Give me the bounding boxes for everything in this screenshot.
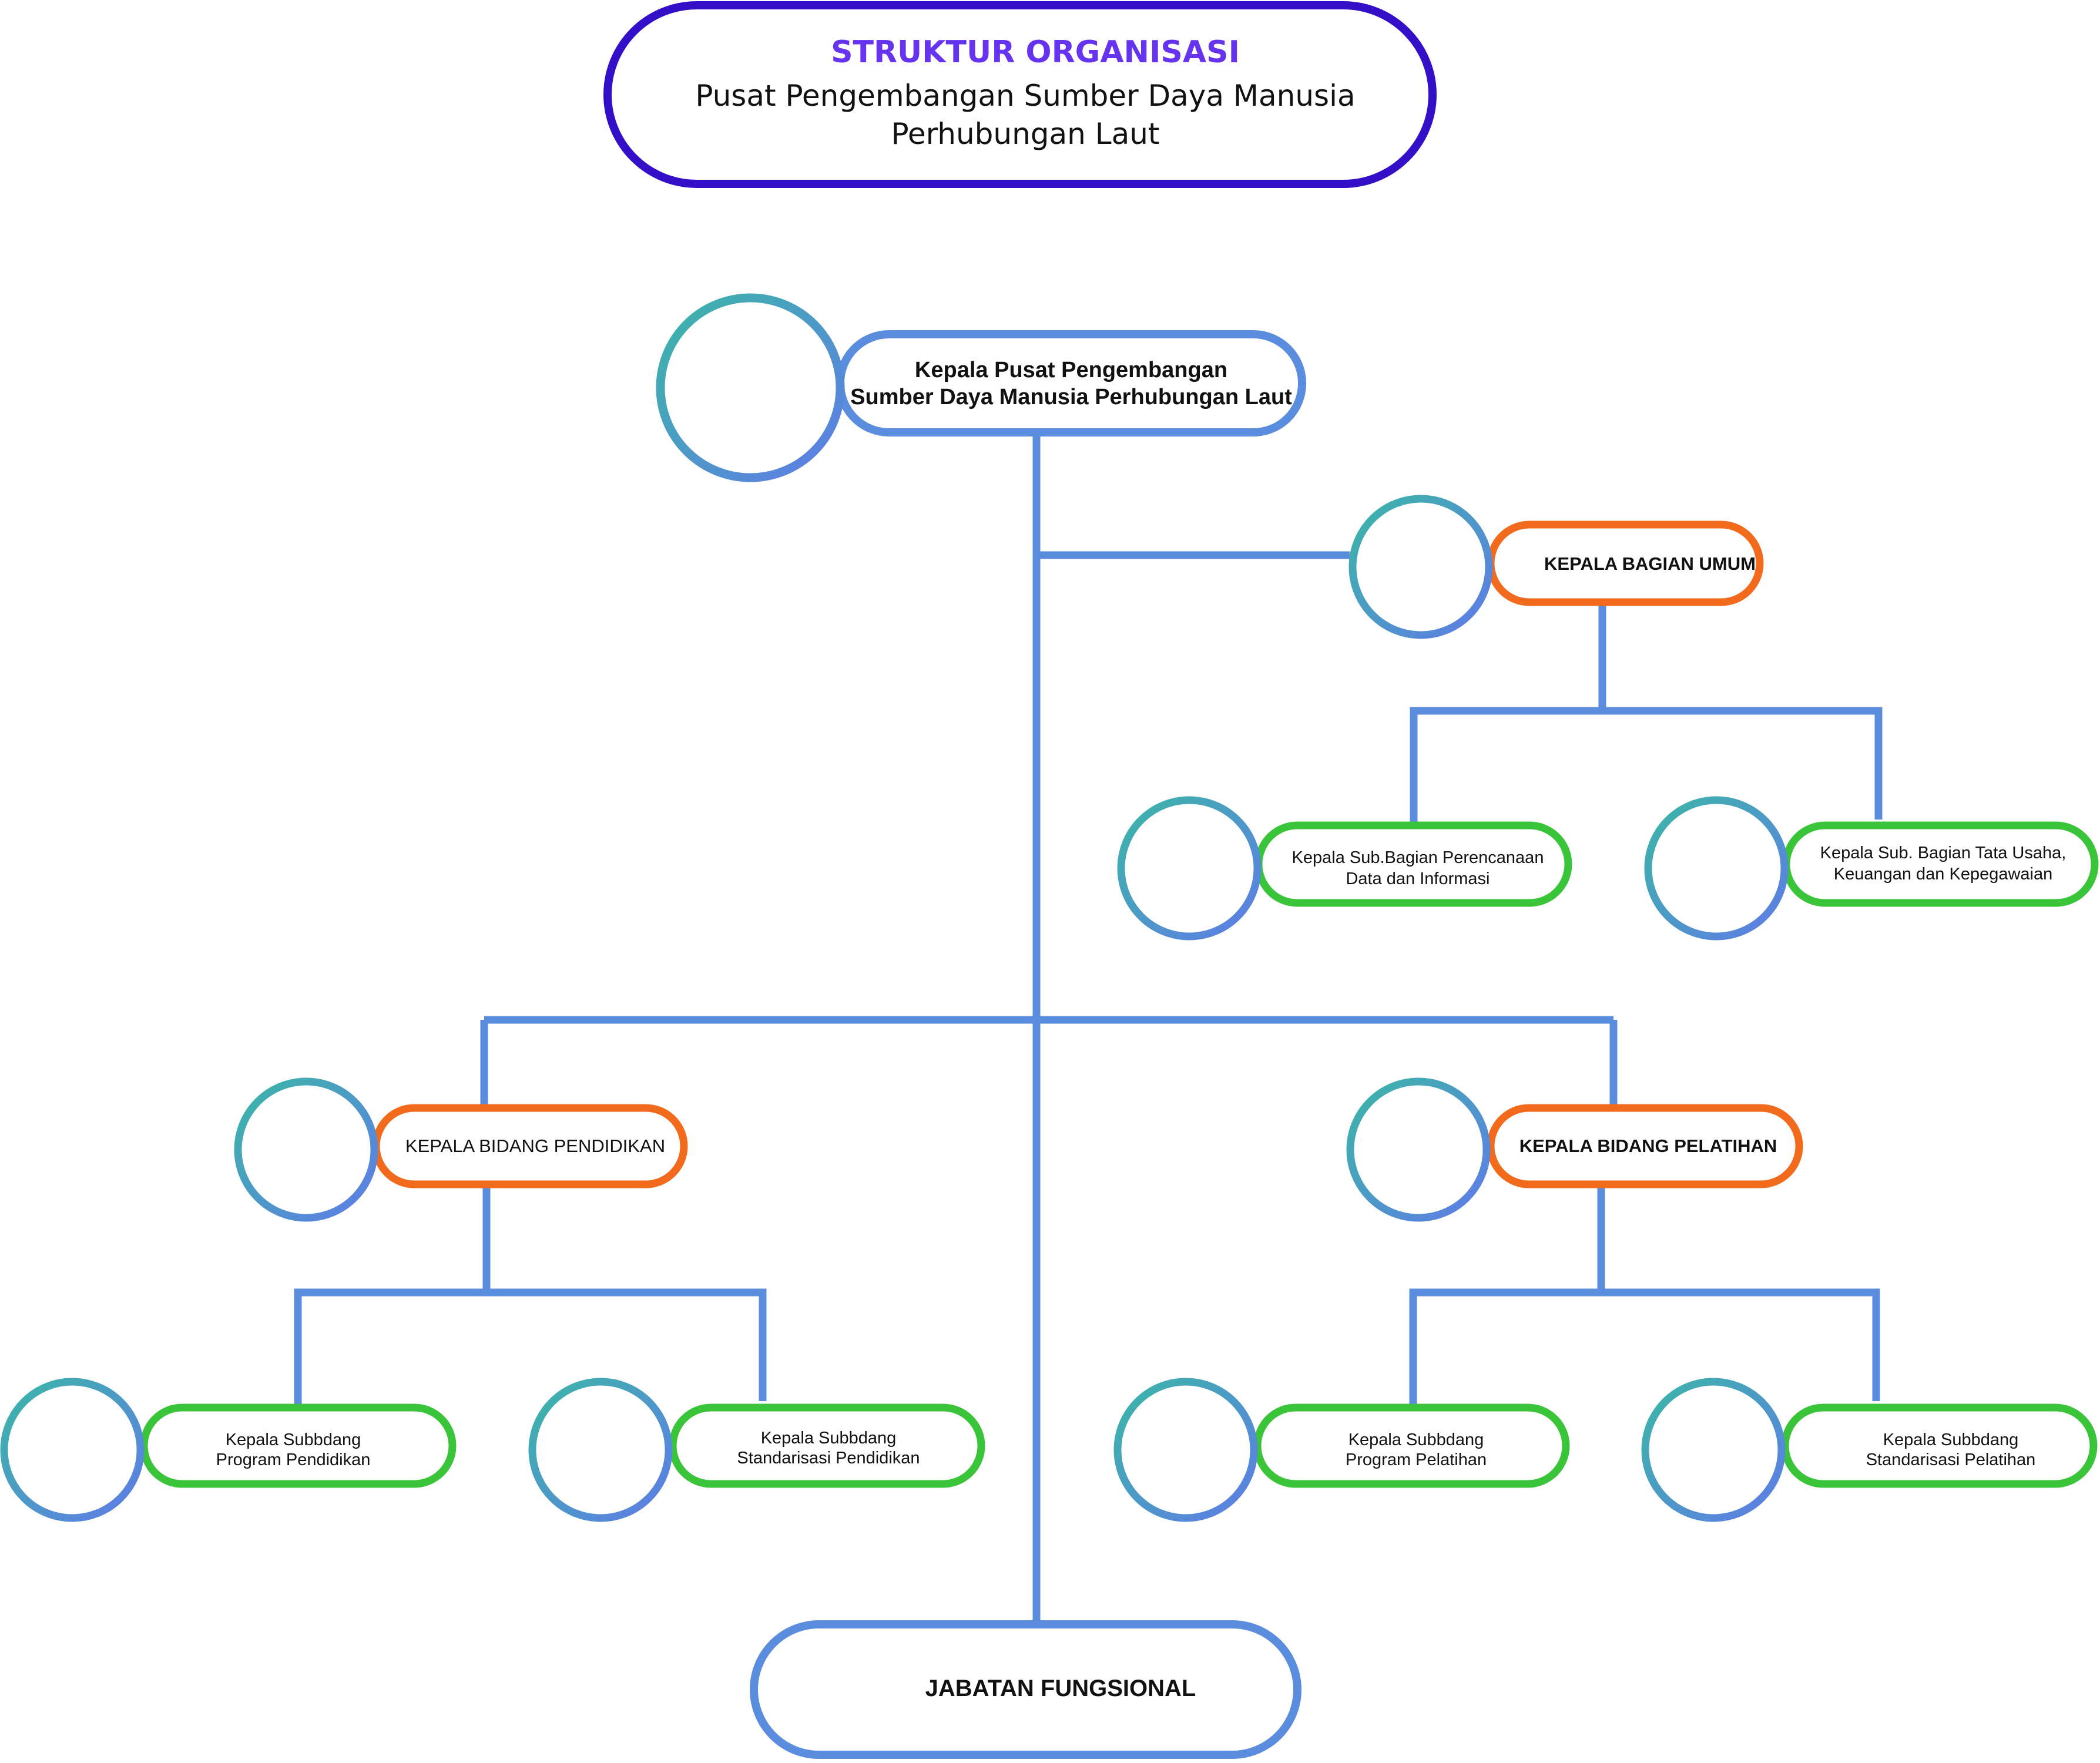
subbidang-program-pendidikan-line-1: Kepala Subbdang	[226, 1430, 361, 1449]
branch-bagian-umum-split	[1410, 707, 1883, 830]
bidang-pelatihan-box	[1487, 1104, 1803, 1188]
subbidang-program-pendidikan-photo-placeholder	[0, 1378, 145, 1522]
sub-bagian-perencanaan-line-1: Kepala Sub.Bagian Perencanaan	[1292, 848, 1544, 867]
sub-bagian-tata-usaha-photo-placeholder	[1644, 796, 1789, 941]
subbidang-program-pendidikan-line-2: Program Pendidikan	[216, 1450, 371, 1469]
bidang-pendidikan-node: KEPALA BIDANG PENDIDIKAN	[234, 1077, 688, 1222]
branch-pendidikan-split	[294, 1288, 767, 1410]
bidang-pelatihan-node: KEPALA BIDANG PELATIHAN	[1346, 1077, 1803, 1222]
subbidang-program-pelatihan-line-1: Kepala Subbdang	[1348, 1430, 1484, 1449]
subbidang-program-pendidikan-node: Kepala Subbdang Program Pendidikan	[0, 1378, 457, 1522]
bidang-pelatihan-label: KEPALA BIDANG PELATIHAN	[1519, 1136, 1777, 1156]
sub-bagian-perencanaan-line-2: Data dan Informasi	[1346, 869, 1490, 888]
subbidang-standarisasi-pendidikan-node: Kepala Subbdang Standarisasi Pendidikan	[528, 1378, 985, 1522]
title-line-1: Pusat Pengembangan Sumber Daya Manusia	[695, 79, 1355, 113]
connectors	[294, 432, 1883, 1624]
bidang-pelatihan-photo-placeholder	[1346, 1077, 1491, 1222]
sub-bagian-tata-usaha-box	[1782, 821, 2099, 907]
head-title-line-2: Sumber Daya Manusia Perhubungan Laut	[850, 385, 1292, 409]
title-block: STRUKTUR ORGANISASI Pusat Pengembangan S…	[603, 1, 1437, 188]
subbidang-standarisasi-pendidikan-box	[669, 1403, 985, 1488]
fungsional-node: JABATAN FUNGSIONAL	[750, 1620, 1301, 1759]
fungsional-label: JABATAN FUNGSIONAL	[925, 1675, 1196, 1701]
fungsional-box	[750, 1620, 1301, 1759]
bagian-umum-label: KEPALA BAGIAN UMUM	[1544, 553, 1756, 574]
sub-bagian-tata-usaha-line-2: Keuangan dan Kepegawaian	[1834, 865, 2053, 884]
subbidang-standarisasi-pelatihan-photo-placeholder	[1641, 1378, 1786, 1522]
head-node: Kepala Pusat Pengembangan Sumber Daya Ma…	[656, 293, 1306, 482]
sub-bagian-perencanaan-photo-placeholder	[1117, 796, 1262, 941]
head-box	[836, 330, 1306, 436]
subbidang-standarisasi-pelatihan-node: Kepala Subbdang Standarisasi Pelatihan	[1641, 1378, 2098, 1522]
bidang-pendidikan-label: KEPALA BIDANG PENDIDIKAN	[405, 1136, 665, 1156]
sub-bagian-tata-usaha-node: Kepala Sub. Bagian Tata Usaha, Keuangan …	[1644, 796, 2099, 941]
subbidang-standarisasi-pendidikan-line-1: Kepala Subbdang	[761, 1429, 897, 1448]
subbidang-program-pelatihan-line-2: Program Pelatihan	[1346, 1450, 1487, 1469]
sub-bagian-perencanaan-node: Kepala Sub.Bagian Perencanaan Data dan I…	[1117, 796, 1572, 941]
title-heading: STRUKTUR ORGANISASI	[831, 35, 1240, 70]
title-frame	[603, 1, 1437, 188]
head-photo-placeholder	[656, 293, 845, 482]
subbidang-program-pelatihan-node: Kepala Subbdang Program Pelatihan	[1113, 1378, 1570, 1522]
subbidang-standarisasi-pendidikan-photo-placeholder	[528, 1378, 673, 1522]
title-line-2: Perhubungan Laut	[891, 117, 1159, 151]
subbidang-standarisasi-pendidikan-line-2: Standarisasi Pendidikan	[737, 1449, 920, 1468]
bagian-umum-photo-placeholder	[1348, 495, 1493, 639]
subbidang-standarisasi-pelatihan-line-2: Standarisasi Pelatihan	[1866, 1450, 2036, 1469]
branch-pelatihan-split	[1409, 1288, 1880, 1410]
head-title-line-1: Kepala Pusat Pengembangan	[915, 358, 1227, 382]
subbidang-standarisasi-pelatihan-line-1: Kepala Subbdang	[1883, 1430, 2019, 1449]
bagian-umum-node: KEPALA BAGIAN UMUM	[1348, 495, 1764, 639]
subbidang-program-pelatihan-photo-placeholder	[1113, 1378, 1258, 1522]
sub-bagian-tata-usaha-line-1: Kepala Sub. Bagian Tata Usaha,	[1820, 844, 2067, 862]
bidang-pendidikan-photo-placeholder	[234, 1077, 378, 1222]
